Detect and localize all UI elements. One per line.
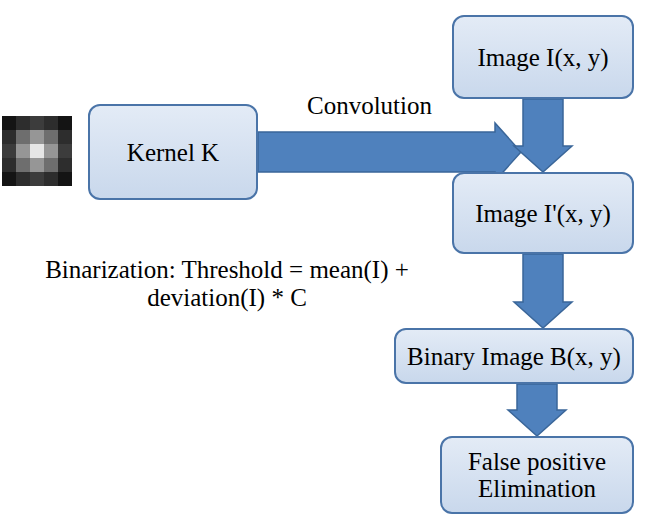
flow-arrow	[514, 254, 572, 328]
kernel-box: Kernel K	[88, 104, 258, 200]
node-text: False positive Elimination	[452, 448, 622, 502]
step-note: Binarization: Threshold = mean(I) + devi…	[12, 256, 442, 311]
node-text: Image I'(x, y)	[475, 200, 611, 227]
flow-arrow	[508, 384, 566, 436]
image-box: Image I'(x, y)	[452, 172, 634, 254]
node-text: Binary Image B(x, y)	[407, 343, 621, 370]
edge-label: Convolution	[307, 92, 432, 120]
kernel-grid	[2, 116, 72, 186]
process-box: False positive Elimination	[440, 436, 634, 514]
flow-arrow	[514, 99, 572, 172]
binary-image-box: Binary Image B(x, y)	[394, 328, 634, 384]
node-text: Image I(x, y)	[477, 44, 608, 71]
image-box: Image I(x, y)	[452, 15, 634, 99]
node-text: Kernel K	[127, 139, 219, 166]
